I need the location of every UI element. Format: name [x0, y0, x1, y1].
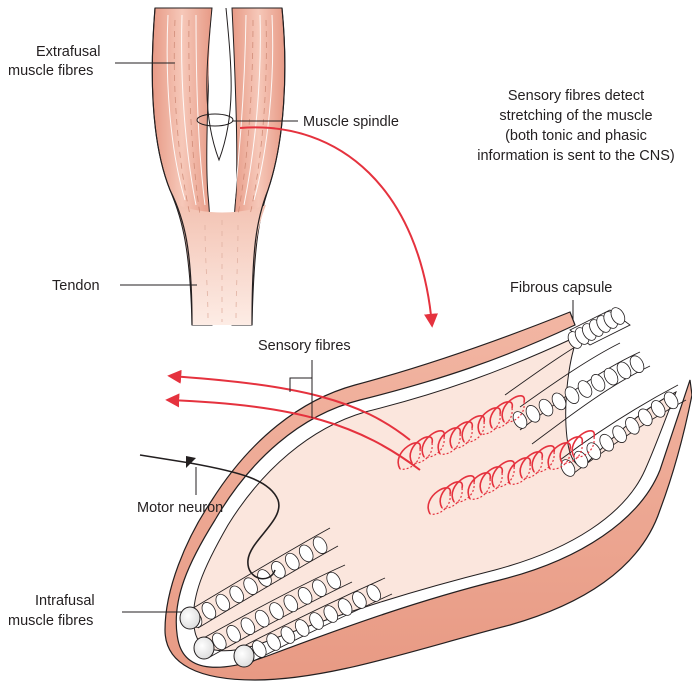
note-line-4: information is sent to the CNS)	[477, 148, 674, 164]
label-extrafusal-1: Extrafusal	[36, 44, 100, 60]
sensory-note: Sensory fibres detect stretching of the …	[477, 88, 674, 164]
label-extrafusal-2: muscle fibres	[8, 63, 93, 79]
fibre-end-1	[180, 607, 200, 629]
label-motor-neuron: Motor neuron	[137, 500, 223, 516]
fibre-end-2	[194, 637, 214, 659]
label-intrafusal-2: muscle fibres	[8, 613, 93, 629]
extrafusal-muscle	[152, 8, 285, 325]
fibre-end-3	[234, 645, 254, 667]
label-intrafusal-1: Intrafusal	[35, 593, 95, 609]
spindle-gap	[209, 8, 230, 150]
label-tendon: Tendon	[52, 278, 100, 294]
motor-neuron-arrowhead	[186, 456, 196, 468]
note-line-3: (both tonic and phasic	[505, 128, 647, 144]
note-line-1: Sensory fibres detect	[508, 88, 644, 104]
label-muscle-spindle: Muscle spindle	[303, 114, 399, 130]
note-line-2: stretching of the muscle	[499, 108, 652, 124]
label-sensory-fibres: Sensory fibres	[258, 338, 351, 354]
label-fibrous-capsule: Fibrous capsule	[510, 280, 612, 296]
